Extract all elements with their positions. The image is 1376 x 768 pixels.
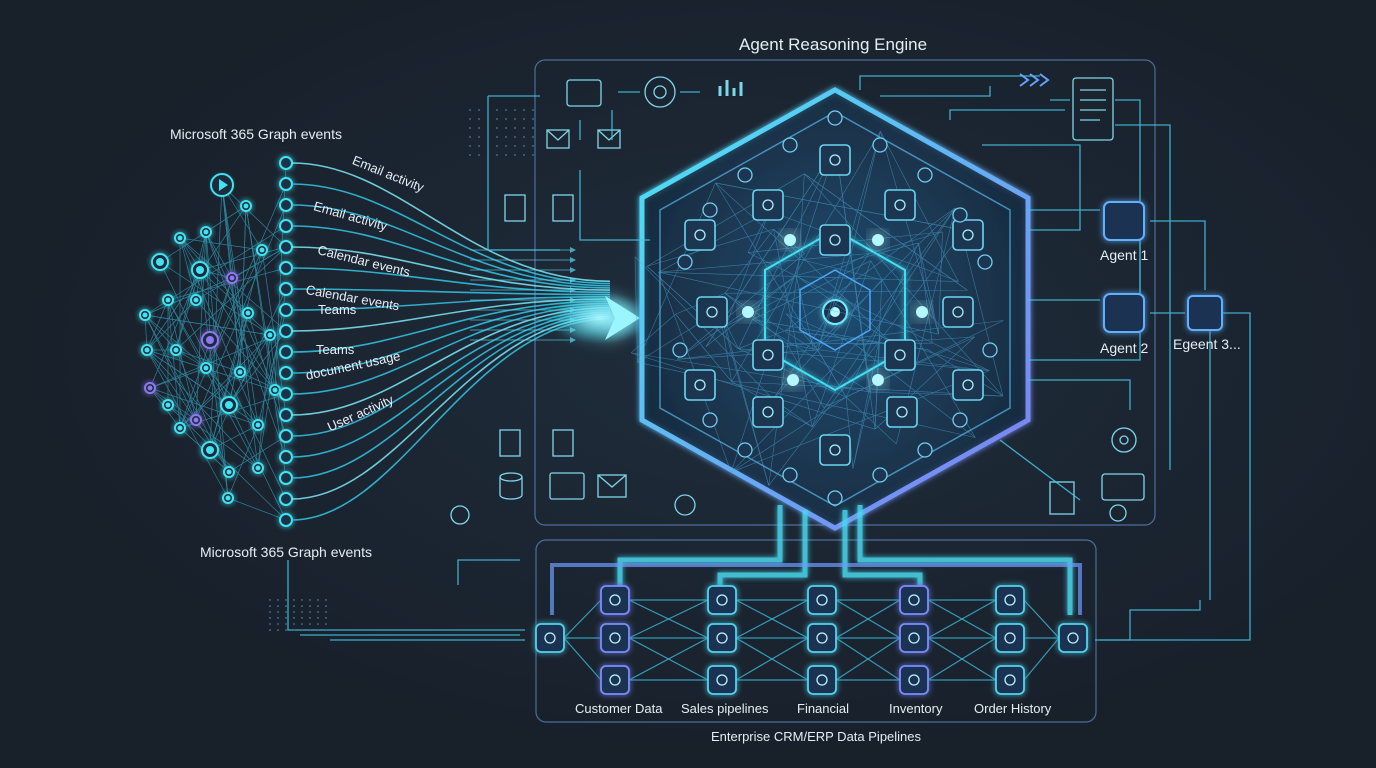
agent-2-label: Agent 2 — [1100, 340, 1149, 356]
stream-label-teams-2: Teams — [316, 342, 355, 357]
stream-label-teams-1: Teams — [318, 302, 357, 317]
data-pipelines — [535, 505, 1088, 695]
pipeline-label-customer: Customer Data — [575, 701, 663, 716]
agent-3-label: Egeent 3... — [1173, 336, 1241, 352]
agent-nodes — [1103, 201, 1223, 333]
pipeline-label-financial: Financial — [797, 701, 850, 716]
engine-title: Agent Reasoning Engine — [739, 35, 928, 54]
graph-events-bottom-label: Microsoft 365 Graph events — [200, 544, 372, 560]
engine-side-icons — [450, 73, 1145, 525]
pipeline-label-order-history: Order History — [974, 701, 1052, 716]
agent-1-label: Agent 1 — [1100, 247, 1149, 263]
graph-events-network — [139, 156, 293, 527]
pipeline-label-inventory: Inventory — [889, 701, 943, 716]
pipeline-label-sales: Sales pipelines — [681, 701, 769, 716]
stream-arrow-head — [550, 292, 650, 344]
pipelines-title: Enterprise CRM/ERP Data Pipelines — [711, 729, 922, 744]
graph-events-top-label: Microsoft 365 Graph events — [170, 126, 342, 142]
reasoning-hexagon — [630, 87, 1031, 531]
